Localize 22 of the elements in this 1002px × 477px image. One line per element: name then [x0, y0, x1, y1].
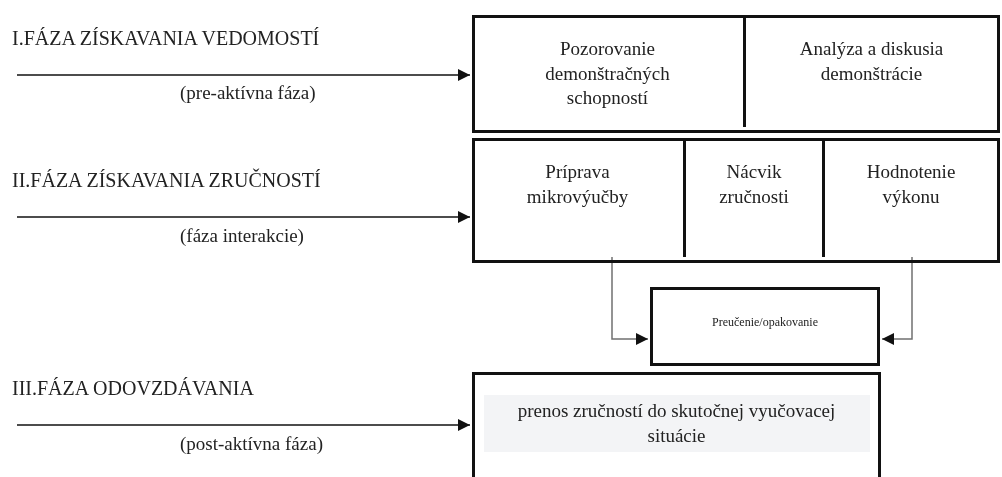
box-text: Hodnotenie výkonu: [865, 160, 957, 209]
arrow: [16, 419, 471, 431]
arrow: [16, 69, 471, 81]
box-text: Pozorovanie demonštračných schopností: [544, 37, 671, 111]
phase-heading: I.FÁZA ZÍSKAVANIA VEDOMOSTÍ: [12, 27, 320, 50]
phase-heading: III.FÁZA ODOVZDÁVANIA: [12, 377, 254, 400]
arrow: [611, 256, 649, 345]
process-box: [650, 287, 880, 366]
box-text: Príprava mikrovýučby: [525, 160, 630, 209]
box-text: Nácvik zručnosti: [718, 160, 790, 209]
box-text: Analýza a diskusia demonštrácie: [798, 37, 945, 86]
phase-subtitle: (post-aktívna fáza): [180, 433, 323, 455]
phase-box: [472, 15, 1000, 133]
phase-subtitle: (pre-aktívna fáza): [180, 82, 316, 104]
arrow: [881, 256, 913, 345]
box-text: Preučenie/opakovanie: [711, 315, 819, 331]
arrow: [16, 211, 471, 223]
phase-box: [472, 138, 1000, 263]
process-box: [472, 372, 881, 477]
box-text: prenos zručností do skutočnej vyučovacej situácie: [483, 395, 870, 453]
phase-heading: II.FÁZA ZÍSKAVANIA ZRUČNOSTÍ: [12, 169, 321, 192]
phase-subtitle: (fáza interakcie): [180, 225, 304, 247]
